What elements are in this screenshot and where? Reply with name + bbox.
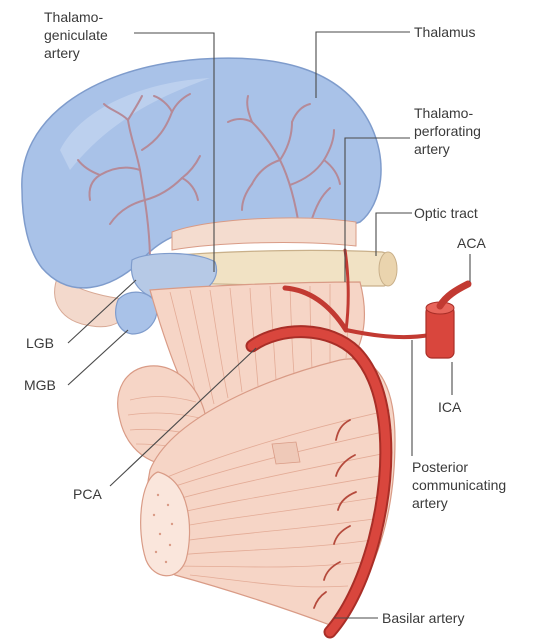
label-aca: ACA bbox=[457, 235, 486, 251]
label-thalamoperforating: Thalamo- perforating artery bbox=[414, 105, 485, 157]
optic-tract-end bbox=[379, 252, 397, 286]
label-lgb: LGB bbox=[26, 335, 54, 351]
label-mgb: MGB bbox=[24, 377, 56, 393]
mgb-body bbox=[116, 292, 157, 334]
label-basilar: Basilar artery bbox=[382, 610, 464, 626]
label-thalamogeniculate: Thalamo- geniculate artery bbox=[44, 9, 112, 61]
anatomy-illustration bbox=[22, 58, 468, 632]
aca-vessel bbox=[440, 284, 468, 306]
leader-mgb bbox=[68, 330, 128, 385]
label-pca: PCA bbox=[73, 486, 102, 502]
ica-vessel bbox=[426, 302, 454, 358]
leader-optic-tract bbox=[376, 213, 412, 256]
label-ica: ICA bbox=[438, 399, 462, 415]
label-posterior-communicating: Posterior communicating artery bbox=[412, 459, 510, 511]
pons-marking bbox=[272, 442, 300, 464]
label-thalamus: Thalamus bbox=[414, 24, 475, 40]
label-optic-tract: Optic tract bbox=[414, 205, 478, 221]
